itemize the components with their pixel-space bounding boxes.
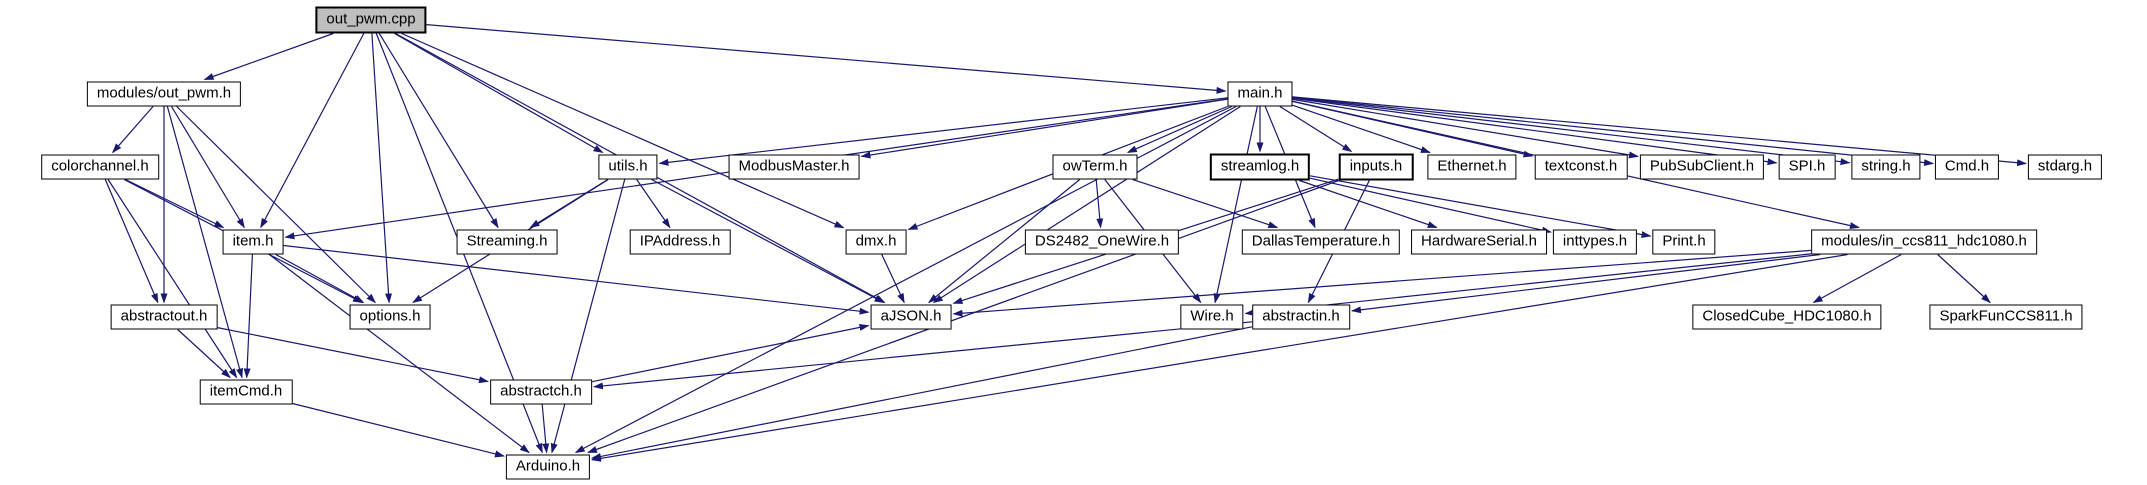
include-edge-abstractch-h-to-ajson-h xyxy=(591,323,870,383)
graph-node-arduino-h[interactable]: Arduino.h xyxy=(505,454,591,480)
include-edge-itemcmd-h-to-arduino-h xyxy=(292,402,505,458)
graph-node-owterm-h[interactable]: owTerm.h xyxy=(1052,154,1138,180)
graph-node-options-h[interactable]: options.h xyxy=(349,304,431,330)
include-edge-main-h-to-owterm-h xyxy=(1126,105,1232,154)
graph-node-cmd-h[interactable]: Cmd.h xyxy=(1934,154,2000,180)
include-edge-owterm-h-to-dallastemperature-h xyxy=(1132,178,1279,229)
include-edge-main-h-to-ajson-h xyxy=(932,105,1241,304)
include-edge-in-ccs811-hdc1080-h-to-wire-h xyxy=(1244,253,1812,317)
include-edge-utils-h-to-ajson-h xyxy=(651,178,885,304)
include-edge-in-ccs811-hdc1080-h-to-closedcube-hdc1080-h xyxy=(1812,253,1902,304)
include-edge-in-ccs811-hdc1080-h-to-ajson-h xyxy=(952,249,1812,317)
include-edge-out-pwm-cpp-to-item-h xyxy=(260,33,365,229)
graph-node-streaming-h[interactable]: Streaming.h xyxy=(456,229,558,255)
include-edge-modules-out-pwm-h-to-colorchannel-h xyxy=(112,106,154,154)
graph-node-colorchannel-h[interactable]: colorchannel.h xyxy=(41,154,159,180)
include-edge-main-h-to-cmd-h xyxy=(1292,96,1934,167)
include-edge-utils-h-to-arduino-h xyxy=(550,179,626,454)
graph-node-ethernet-h[interactable]: Ethernet.h xyxy=(1427,154,1517,180)
include-edge-modules-out-pwm-h-to-itemcmd-h xyxy=(166,106,243,379)
include-edge-abstractout-h-to-itemcmd-h xyxy=(177,329,231,379)
include-edge-in-ccs811-hdc1080-h-to-abstractin-h xyxy=(1351,253,1821,314)
graph-node-abstractch-h[interactable]: abstractch.h xyxy=(490,379,592,405)
include-edge-inputs-h-to-arduino-h xyxy=(587,179,1339,454)
include-edge-modules-out-pwm-h-to-item-h xyxy=(170,106,245,229)
graph-node-in-ccs811-hdc1080-h[interactable]: modules/in_ccs811_hdc1080.h xyxy=(1811,229,2037,255)
include-edge-item-h-to-itemcmd-h xyxy=(243,254,253,379)
include-edge-abstractin-h-to-arduino-h xyxy=(591,326,1253,460)
graph-node-string-h[interactable]: string.h xyxy=(1851,154,1921,180)
include-edge-out-pwm-cpp-to-modules-out-pwm-h xyxy=(203,32,334,81)
include-edge-out-pwm-cpp-to-main-h xyxy=(426,24,1227,94)
include-edge-main-h-to-stdarg-h xyxy=(1292,96,2027,167)
graph-node-modules-out-pwm-h[interactable]: modules/out_pwm.h xyxy=(86,81,242,107)
include-edge-in-ccs811-hdc1080-h-to-arduino-h xyxy=(591,253,1848,462)
edge-lines xyxy=(104,24,2027,462)
graph-node-inputs-h[interactable]: inputs.h xyxy=(1338,153,1414,181)
include-edge-out-pwm-cpp-to-streaming-h xyxy=(378,33,499,229)
include-edge-main-h-to-inputs-h xyxy=(1279,105,1353,153)
include-edge-main-h-to-utils-h xyxy=(658,97,1228,166)
graph-node-ajson-h[interactable]: aJSON.h xyxy=(870,304,952,330)
graph-node-streamlog-h[interactable]: streamlog.h xyxy=(1209,153,1311,181)
include-edge-colorchannel-h-to-itemcmd-h xyxy=(107,179,238,379)
graph-node-inttypes-h[interactable]: inttypes.h xyxy=(1552,229,1638,255)
include-edge-abstractout-h-to-abstractch-h xyxy=(217,327,489,384)
include-edge-main-h-to-ethernet-h xyxy=(1292,104,1431,154)
graph-node-abstractin-h[interactable]: abstractin.h xyxy=(1252,304,1350,330)
include-edge-item-h-to-ajson-h xyxy=(283,244,870,315)
include-edge-main-h-to-modbusmaster-h xyxy=(860,98,1228,159)
include-edge-item-h-to-options-h xyxy=(275,253,365,304)
include-edge-item-h-to-arduino-h xyxy=(269,254,530,454)
graph-node-stdarg-h[interactable]: stdarg.h xyxy=(2027,154,2103,180)
graph-node-ipaddress-h[interactable]: IPAddress.h xyxy=(629,229,731,255)
graph-node-out-pwm-cpp: out_pwm.cpp xyxy=(315,6,427,34)
graph-node-dmx-h[interactable]: dmx.h xyxy=(845,229,907,255)
graph-node-main-h[interactable]: main.h xyxy=(1227,81,1293,107)
graph-node-pubsubclient-h[interactable]: PubSubClient.h xyxy=(1639,154,1765,180)
include-edge-dmx-h-to-ajson-h xyxy=(881,254,905,304)
include-edge-streamlog-h-to-hardwareserial-h xyxy=(1299,179,1438,229)
graph-node-abstractout-h[interactable]: abstractout.h xyxy=(110,304,218,330)
graph-node-spi-h[interactable]: SPI.h xyxy=(1778,154,1836,180)
include-edge-owterm-h-to-ajson-h xyxy=(928,179,1081,304)
include-edge-owterm-h-to-ds2482-onewire-h xyxy=(1095,179,1104,229)
graph-node-closedcube-hdc1080-h[interactable]: ClosedCube_HDC1080.h xyxy=(1692,304,1882,330)
include-edge-colorchannel-h-to-item-h xyxy=(125,178,225,229)
include-edge-main-h-to-string-h xyxy=(1292,97,1851,166)
include-edge-utils-h-to-ipaddress-h xyxy=(636,179,671,229)
include-edge-out-pwm-cpp-to-dmx-h xyxy=(401,32,845,229)
graph-node-wire-h[interactable]: Wire.h xyxy=(1180,304,1244,330)
include-edge-abstractin-h-to-abstractch-h xyxy=(593,321,1253,390)
graph-node-ds2482-onewire-h[interactable]: DS2482_OneWire.h xyxy=(1024,229,1180,255)
include-edge-modules-out-pwm-h-to-options-h xyxy=(176,106,377,304)
include-edge-colorchannel-h-to-abstractout-h xyxy=(104,179,159,304)
include-edge-main-h-to-wire-h xyxy=(1213,106,1258,304)
include-edge-in-ccs811-hdc1080-h-to-sparkfunccs811-h xyxy=(1937,254,1991,304)
include-edge-out-pwm-cpp-to-utils-h xyxy=(394,32,604,154)
graph-node-modbusmaster-h[interactable]: ModbusMaster.h xyxy=(728,154,860,180)
graph-node-utils-h[interactable]: utils.h xyxy=(598,154,658,180)
include-edge-streamlog-h-to-inttypes-h xyxy=(1309,177,1552,234)
include-edge-main-h-to-spi-h xyxy=(1292,97,1778,166)
graph-node-item-h[interactable]: item.h xyxy=(222,229,284,255)
graph-node-itemcmd-h[interactable]: itemCmd.h xyxy=(199,379,293,405)
graph-node-sparkfunccs811-h[interactable]: SparkFunCCS811.h xyxy=(1929,304,2083,330)
include-edge-main-h-to-pubsubclient-h xyxy=(1292,98,1639,159)
include-edge-abstractch-h-to-arduino-h xyxy=(541,404,550,454)
graph-node-dallastemperature-h[interactable]: DallasTemperature.h xyxy=(1241,229,1401,255)
graph-node-print-h[interactable]: Print.h xyxy=(1652,229,1716,255)
graph-node-textconst-h[interactable]: textconst.h xyxy=(1534,154,1628,180)
graph-node-hardwareserial-h[interactable]: HardwareSerial.h xyxy=(1411,229,1547,255)
